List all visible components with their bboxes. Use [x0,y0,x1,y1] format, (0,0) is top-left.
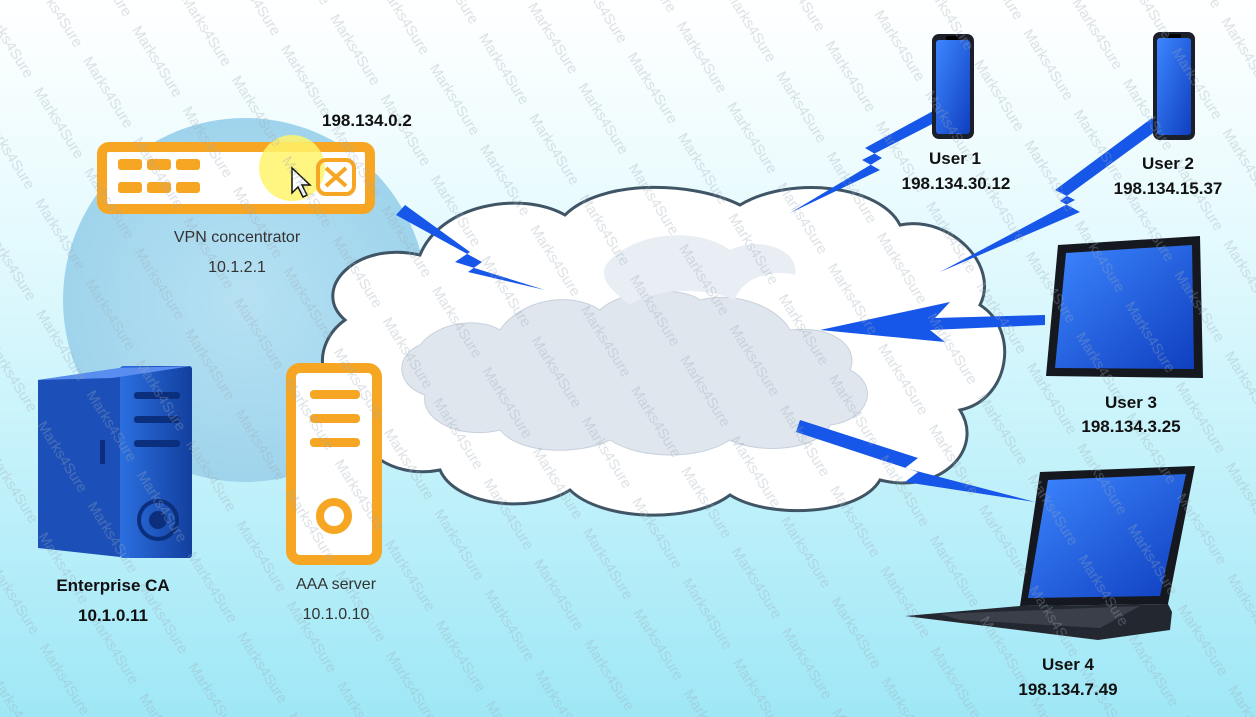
aaa-server-label: AAA server [295,576,377,593]
user1-label: User 1 [929,149,981,168]
user1-ip: 198.134.30.12 [901,174,1011,193]
enterprise-ca-ip: 10.1.0.11 [78,606,148,625]
user2-label: User 2 [1142,154,1194,173]
user4-ip: 198.134.7.49 [1018,680,1118,699]
user3-label: User 3 [1105,393,1157,412]
enterprise-ca-label: Enterprise CA [56,576,170,595]
vpn-concentrator-ip: 10.1.2.1 [208,259,266,276]
user4-label: User 4 [1042,655,1094,674]
user2-ip: 198.134.15.37 [1113,179,1223,198]
user3-ip: 198.134.3.25 [1081,417,1181,436]
vpn-public-ip: 198.134.0.2 [322,111,412,130]
aaa-server-ip: 10.1.0.10 [302,606,370,623]
vpn-concentrator-label: VPN concentrator [173,229,301,246]
